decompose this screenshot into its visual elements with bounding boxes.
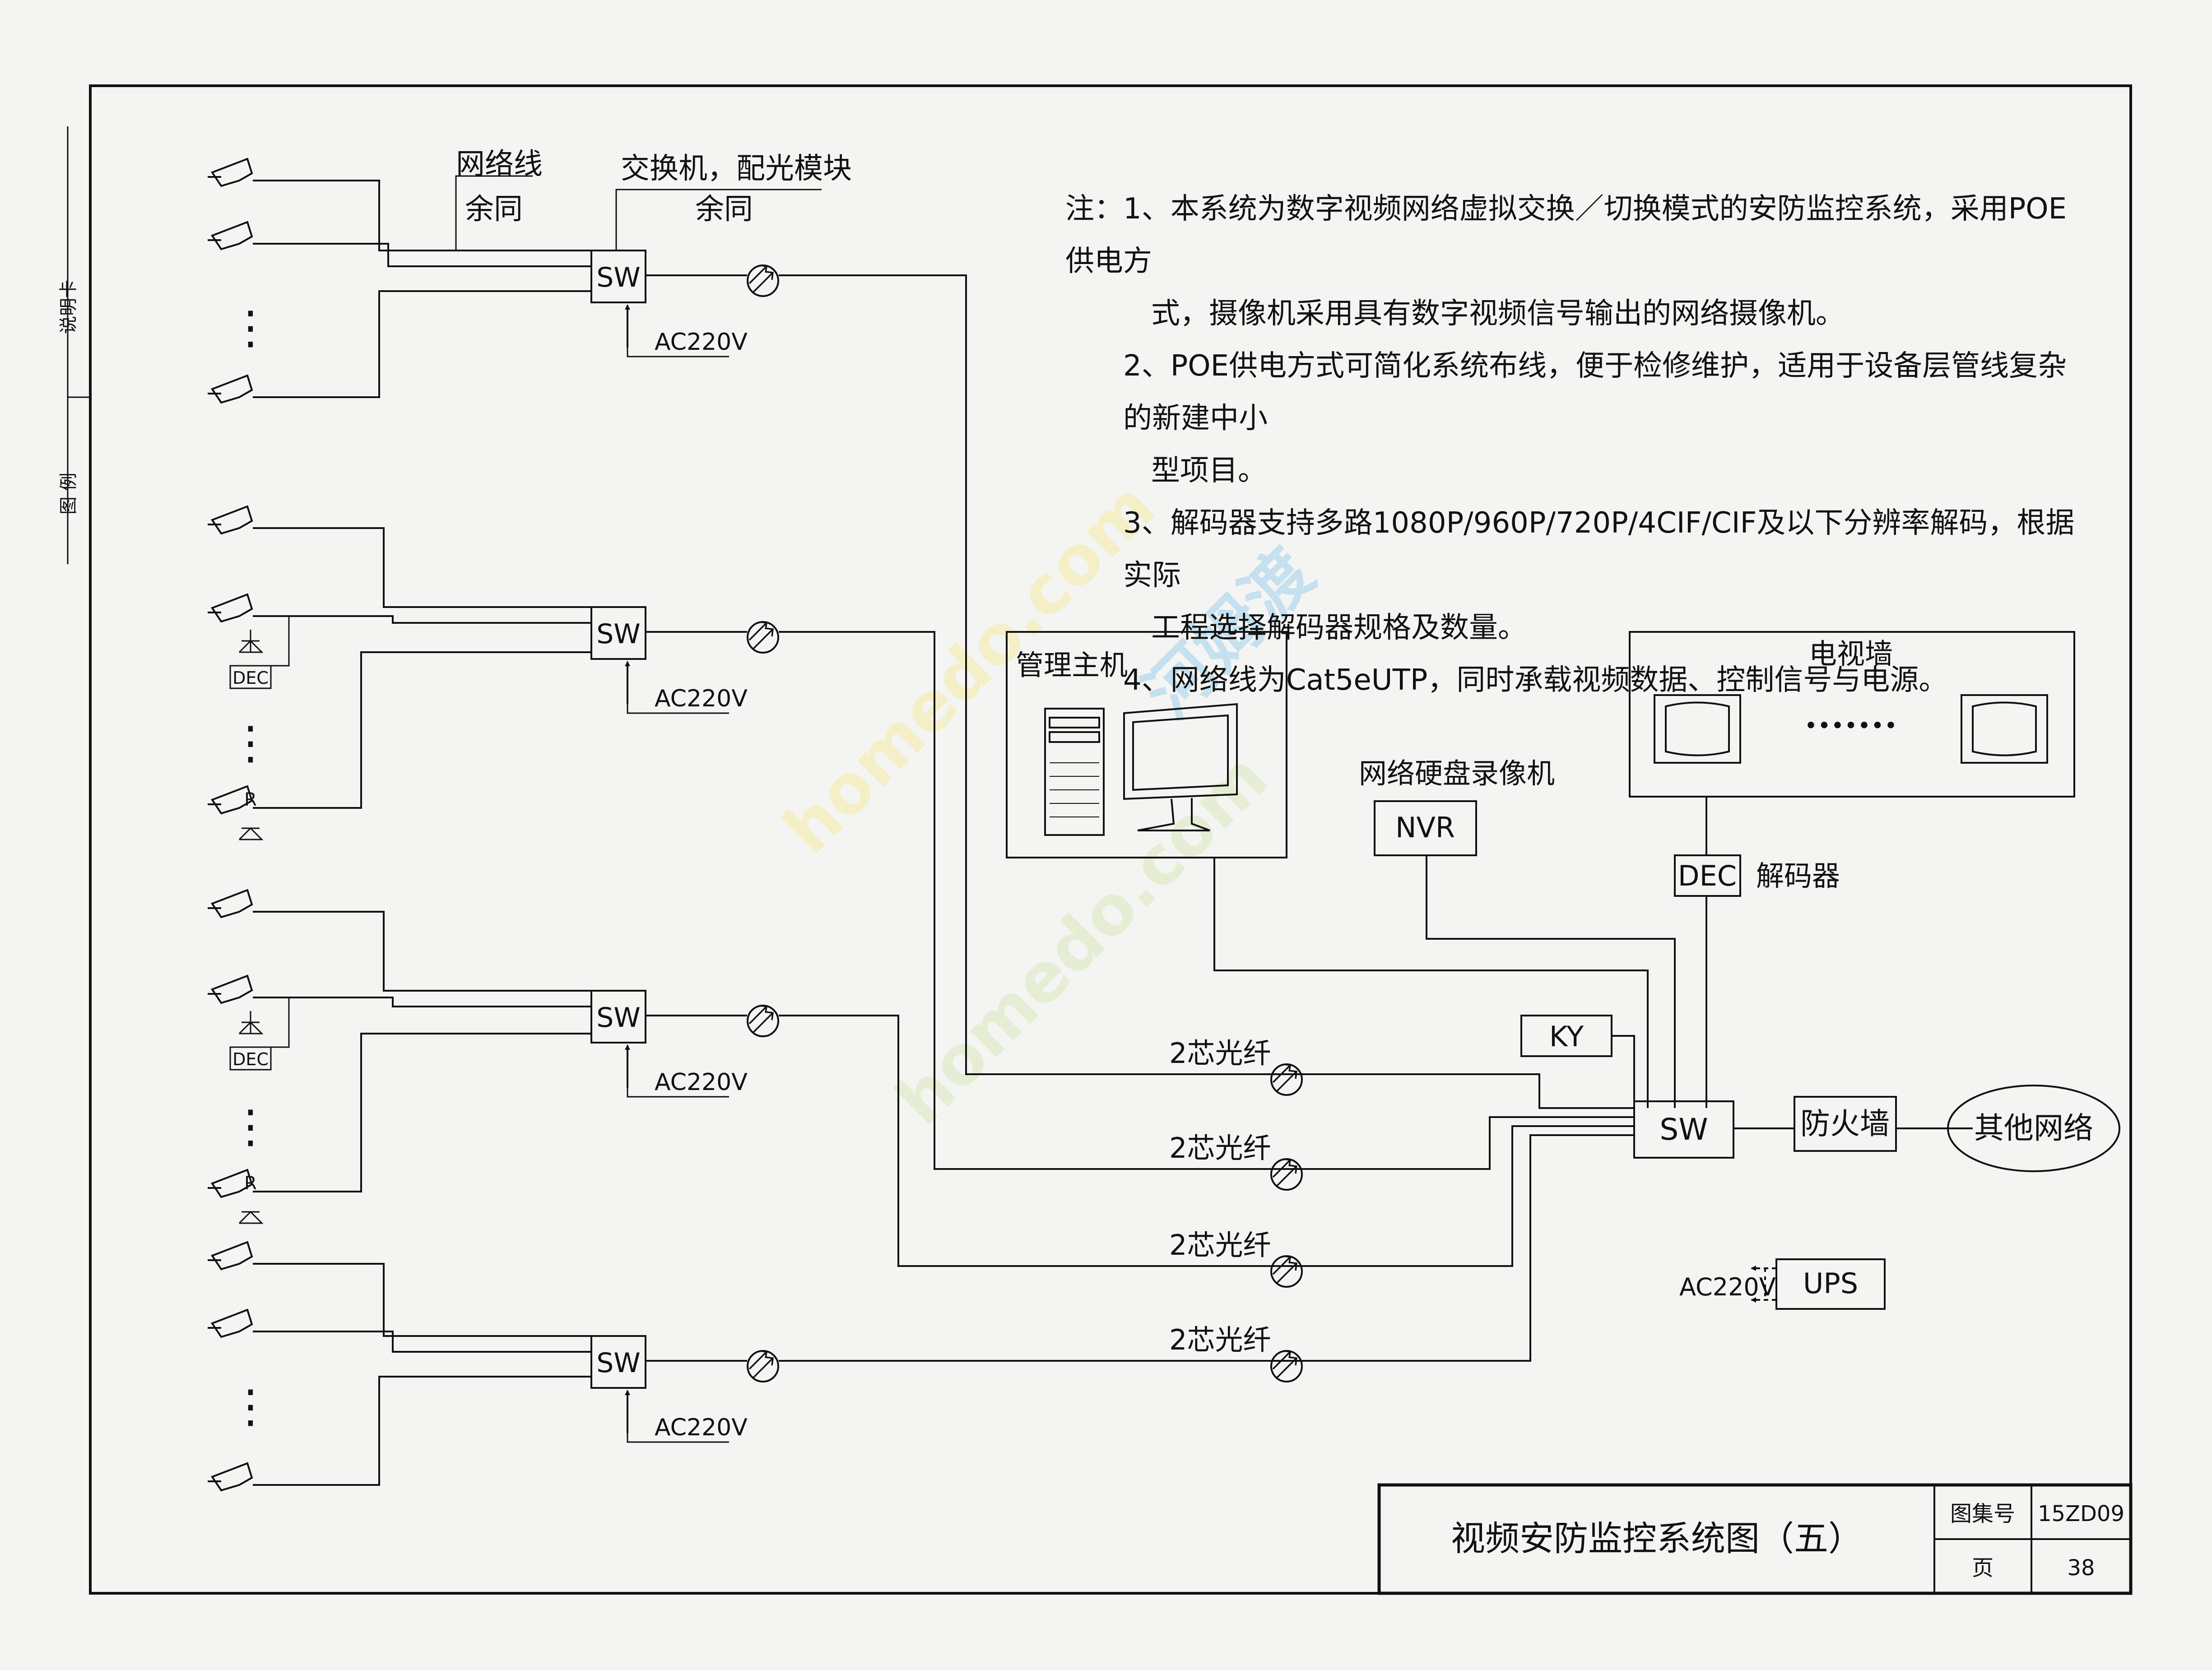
camera-icon: [207, 975, 253, 1004]
power-label: AC220V: [655, 685, 748, 712]
fiber-module-icon: [747, 621, 779, 654]
fiber-module-icon: [1270, 1063, 1303, 1096]
notes-block: 注：1、本系统为数字视频网络虚拟交换／切换模式的安防监控系统，采用POE供电方 …: [1065, 183, 2095, 706]
drawing-frame: [89, 84, 2132, 1595]
management-host-label: 管理主机: [1016, 649, 1128, 682]
ky-label: KY: [1549, 1020, 1584, 1053]
title-block: 视频安防监控系统图（五） 图集号 15ZD09 页 38: [1377, 1483, 2133, 1595]
camera-icon: [207, 1241, 253, 1270]
power-label: AC220V: [655, 1414, 748, 1441]
dec-label: DEC: [232, 668, 269, 688]
margin-label-2: 图 例: [58, 473, 79, 515]
dec-box: [229, 1046, 272, 1071]
decoder-caption: 解码器: [1756, 859, 1840, 892]
power-label: AC220V: [655, 329, 748, 356]
other-network-label: 其他网络: [1974, 1111, 2093, 1146]
camera-icon: [207, 594, 253, 622]
switch-label: SW: [596, 262, 640, 293]
keyboard-controller: KY: [1520, 1015, 1635, 1108]
nvr-caption: 网络硬盘录像机: [1359, 757, 1555, 790]
camera-icon: [207, 375, 253, 404]
note-line: 型项目。: [1151, 454, 1267, 487]
switch-label: SW: [596, 1347, 640, 1379]
ellipsis-icon: ⋮: [228, 301, 273, 354]
video-wall-label: 电视墙: [1809, 637, 1893, 670]
other-network: 其他网络: [1947, 1085, 2120, 1172]
camera-icon: [207, 1462, 253, 1491]
firewall-label: 防火墙: [1800, 1106, 1890, 1141]
wall-dots: •••••••: [1804, 713, 1897, 739]
power-label: AC220V: [655, 1069, 748, 1096]
fiber-label: 2芯光纤: [1169, 1229, 1271, 1262]
switch-box: [590, 250, 646, 303]
legend-same-2: 余同: [695, 193, 753, 226]
fiber-label: 2芯光纤: [1169, 1323, 1271, 1356]
fiber-label: 2芯光纤: [1169, 1132, 1271, 1164]
camera-group-1: ⋮ 网络线 余同 交换机，配光模块 余同 SW AC220V: [207, 148, 1634, 1109]
camera-icon: [207, 158, 253, 187]
video-wall: 电视墙 •••••••: [1629, 631, 2075, 855]
decoder-label: DEC: [1678, 859, 1737, 892]
legend-network-cable: 网络线: [456, 148, 543, 181]
page-number: 38: [2067, 1555, 2095, 1581]
computer-icon: [1044, 703, 1238, 836]
ups: UPS AC220V: [1679, 1258, 1886, 1310]
dec-label: DEC: [232, 1049, 269, 1069]
note-line: 工程选择解码器规格及数量。: [1151, 611, 1527, 645]
legend-switch-module: 交换机，配光模块: [621, 152, 852, 186]
nvr-recorder: 网络硬盘录像机 NVR: [1359, 757, 1676, 1108]
r-label: R: [244, 1173, 257, 1194]
ellipsis-icon: ⋮: [228, 1380, 273, 1433]
fiber-module-icon: [747, 1005, 779, 1037]
camera-icon: [207, 1309, 253, 1338]
camera-icon: [207, 506, 253, 534]
r-label: R: [244, 789, 257, 810]
note-line: 式，摄像机采用具有数字视频信号输出的网络摄像机。: [1151, 297, 1845, 330]
fiber-label: 2芯光纤: [1169, 1037, 1271, 1070]
camera-group-2: DEC ⋮ R SW AC220V: [207, 506, 1634, 1170]
note-line: 3、解码器支持多路1080P/960P/720P/4CIF/CIF及以下分辨率解…: [1123, 506, 2075, 592]
note-line: 2、POE供电方式可简化系统布线，便于检修维护，适用于设备层管线复杂的新建中小: [1123, 349, 2067, 435]
margin-label-1: 说明卡: [58, 280, 79, 334]
camera-group-4: ⋮ SW AC220V: [207, 1134, 1634, 1491]
ups-label: UPS: [1803, 1267, 1858, 1300]
page-label: 页: [1972, 1555, 1994, 1581]
core-switch: SW: [1633, 1100, 1794, 1159]
dec-box: [229, 665, 272, 689]
camera-icon: [207, 221, 253, 250]
fiber-module-icon: [1270, 1158, 1303, 1191]
fiber-module-icon: [747, 264, 779, 297]
monitor-icon: [1961, 694, 2048, 764]
firewall: 防火墙: [1794, 1096, 1973, 1152]
note-line: 注：1、本系统为数字视频网络虚拟交换／切换模式的安防监控系统，采用POE供电方: [1065, 192, 2067, 278]
fiber-module-icon: [1270, 1255, 1303, 1288]
ups-power-label: AC220V: [1679, 1273, 1776, 1301]
watermark-text-2: homedo.com: [881, 738, 1283, 1140]
camera-group-3: DEC ⋮ R SW AC220V: [207, 889, 1634, 1267]
monitor-icon: [1654, 694, 1741, 764]
atlas-number: 15ZD09: [2038, 1501, 2124, 1526]
switch-label: SW: [596, 1002, 640, 1034]
note-line: 4、网络线为Cat5eUTP，同时承载视频数据、控制信号与电源。: [1123, 663, 1948, 697]
management-host: 管理主机: [1006, 631, 1649, 1108]
core-switch-label: SW: [1659, 1112, 1708, 1147]
switch-box: [590, 990, 646, 1044]
legend-same: 余同: [465, 193, 523, 226]
switch-box: [590, 606, 646, 660]
decoder: DEC 解码器: [1674, 854, 1840, 1108]
nvr-label: NVR: [1395, 811, 1455, 844]
fiber-module-icon: [1270, 1350, 1303, 1382]
ellipsis-icon: ⋮: [228, 716, 273, 769]
fiber-links: 2芯光纤 2芯光纤 2芯光纤 2芯光纤: [1169, 1037, 1303, 1382]
switch-label: SW: [596, 618, 640, 650]
ellipsis-icon: ⋮: [228, 1100, 273, 1153]
page-title: 视频安防监控系统图（五）: [1451, 1518, 1863, 1559]
switch-box: [590, 1335, 646, 1389]
fiber-module-icon: [747, 1350, 779, 1382]
atlas-label: 图集号: [1950, 1501, 2015, 1526]
camera-icon: [207, 889, 253, 918]
